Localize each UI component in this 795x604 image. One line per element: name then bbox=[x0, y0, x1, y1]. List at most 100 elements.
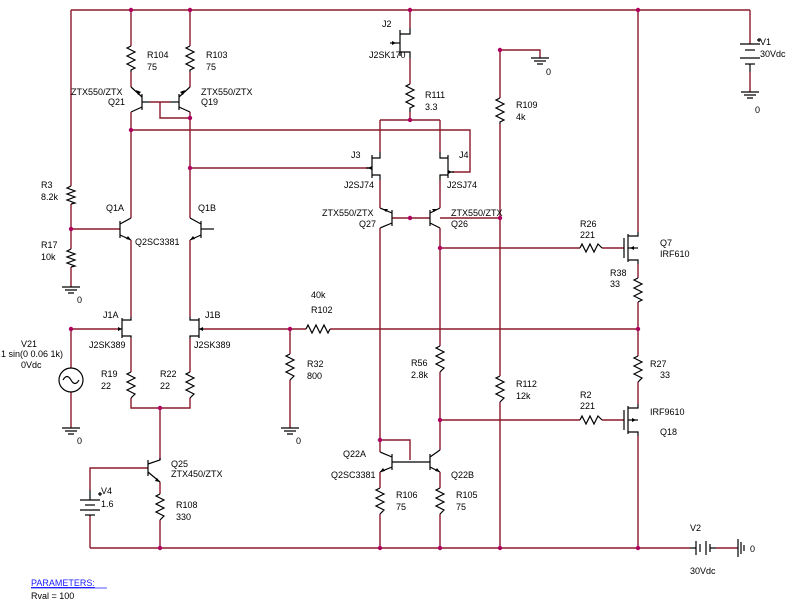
battery-v1 bbox=[740, 38, 761, 72]
ground-g5 bbox=[741, 91, 759, 99]
label-r2-name: R2 bbox=[580, 390, 592, 400]
jfet-j3 bbox=[366, 152, 381, 180]
label-j1a-name: J1A bbox=[103, 310, 119, 320]
label-q27-name: Q27 bbox=[359, 219, 376, 229]
transistor-q19 bbox=[170, 86, 191, 113]
label-r105-name: R105 bbox=[456, 490, 478, 500]
label-q19-value: ZTX550/ZTX bbox=[201, 87, 253, 97]
label-q1a-value: Q2SC3381 bbox=[135, 237, 180, 247]
resistor-r106 bbox=[374, 487, 386, 515]
wires bbox=[70, 9, 751, 549]
label-q22a-value: Q2SC3381 bbox=[331, 470, 376, 480]
label-r26-name: R26 bbox=[580, 219, 597, 229]
resistor-r19 bbox=[125, 371, 137, 399]
label-q27-value: ZTX550/ZTX bbox=[322, 208, 374, 218]
label-r104-value: 75 bbox=[147, 62, 157, 72]
parameters-block: PARAMETERS: Rval = 100 bbox=[31, 578, 107, 601]
jfet-j1a bbox=[118, 317, 132, 338]
parameters-title: PARAMETERS: bbox=[31, 578, 95, 588]
label-q7-name: Q7 bbox=[660, 238, 672, 248]
label-r112-name: R112 bbox=[516, 379, 537, 389]
bjt-transistors bbox=[119, 86, 441, 483]
label-v4-name: V4 bbox=[101, 486, 112, 496]
label-r103-name: R103 bbox=[206, 50, 228, 60]
resistors bbox=[65, 45, 644, 521]
label-q22b-name: Q22B bbox=[451, 470, 474, 480]
label-v4-value: 1.6 bbox=[101, 499, 114, 509]
ground-g2 bbox=[62, 427, 80, 435]
label-q21-value: ZTX550/ZTX bbox=[71, 87, 123, 97]
label-q26-value: ZTX550/ZTX bbox=[451, 208, 503, 218]
label-r32-value: 800 bbox=[307, 371, 322, 381]
resistor-r3 bbox=[65, 185, 78, 205]
resistor-r17 bbox=[65, 248, 78, 268]
label-r108-value: 330 bbox=[176, 512, 191, 522]
sine-source-v21 bbox=[58, 367, 84, 393]
ground-g6 bbox=[737, 539, 745, 557]
label-g3: 0 bbox=[296, 436, 301, 446]
transistor-q22a bbox=[379, 451, 430, 473]
label-r17-name: R17 bbox=[41, 240, 58, 250]
label-q19-name: Q19 bbox=[201, 97, 218, 107]
label-q1b-name: Q1B bbox=[198, 203, 216, 213]
junctions bbox=[68, 7, 641, 551]
label-r56-name: R56 bbox=[411, 358, 428, 368]
label-v21-name: V21 bbox=[21, 339, 37, 349]
label-v2-name: V2 bbox=[690, 523, 701, 533]
label-q25-value: ZTX450/ZTX bbox=[171, 469, 223, 479]
label-r103-value: 75 bbox=[206, 62, 216, 72]
label-r102-name: R102 bbox=[311, 305, 333, 315]
transistor-q1b bbox=[189, 217, 214, 241]
label-r108-name: R108 bbox=[176, 500, 198, 510]
label-r105-value: 75 bbox=[456, 502, 466, 512]
label-g5: 0 bbox=[755, 105, 760, 115]
label-r56-value: 2.8k bbox=[411, 370, 429, 380]
transistor-q22b bbox=[429, 449, 441, 473]
label-r111-name: R111 bbox=[425, 90, 445, 100]
label-v21-value: 1 sin(0 0.06 1k) bbox=[1, 349, 63, 359]
grounds bbox=[62, 57, 759, 557]
label-r106-value: 75 bbox=[396, 502, 406, 512]
mosfet-q18 bbox=[623, 404, 639, 436]
label-v2-value: 30Vdc bbox=[690, 566, 716, 576]
label-r102-value: 40k bbox=[311, 290, 326, 300]
resistor-r32 bbox=[284, 353, 296, 381]
parameters-rval: Rval = 100 bbox=[31, 591, 74, 601]
label-r32-name: R32 bbox=[307, 359, 324, 369]
label-r104-name: R104 bbox=[147, 50, 169, 60]
transistor-q25 bbox=[147, 458, 161, 483]
label-r3-value: 8.2k bbox=[41, 192, 59, 202]
label-r3-name: R3 bbox=[41, 180, 53, 190]
label-r38-name: R38 bbox=[610, 268, 627, 278]
label-q26-name: Q26 bbox=[451, 219, 468, 229]
label-j4-name: J4 bbox=[459, 150, 469, 160]
label-v21-value2: 0Vdc bbox=[21, 360, 42, 370]
labels: V1 30Vdc 0 0 R104 75 R103 75 ZTX550/ZTX … bbox=[1, 19, 786, 576]
transistor-q21 bbox=[130, 86, 150, 113]
battery-v2 bbox=[690, 541, 716, 555]
label-j1b-value: J2SK389 bbox=[194, 340, 231, 350]
ground-g3 bbox=[281, 427, 299, 435]
sources bbox=[58, 38, 761, 555]
resistor-r22 bbox=[184, 371, 196, 399]
resistor-r103 bbox=[184, 45, 196, 72]
label-r27-name: R27 bbox=[650, 359, 667, 369]
label-r19-name: R19 bbox=[101, 369, 118, 379]
resistor-r111 bbox=[404, 83, 416, 112]
resistor-r108 bbox=[154, 493, 166, 521]
label-v1-name: V1 bbox=[760, 37, 771, 47]
resistor-r104 bbox=[125, 45, 137, 72]
label-r112-value: 12k bbox=[516, 391, 531, 401]
transistor-q26 bbox=[429, 207, 441, 229]
label-r27-value: 33 bbox=[660, 370, 670, 380]
resistor-r38 bbox=[632, 277, 644, 303]
resistor-r102 bbox=[305, 323, 331, 335]
label-r2-value: 221 bbox=[580, 401, 595, 411]
resistor-r2 bbox=[579, 414, 603, 426]
label-r109-value: 4k bbox=[516, 112, 526, 122]
label-g4: 0 bbox=[546, 67, 551, 77]
label-r22-value: 22 bbox=[160, 381, 170, 391]
label-g6: 0 bbox=[750, 544, 755, 554]
